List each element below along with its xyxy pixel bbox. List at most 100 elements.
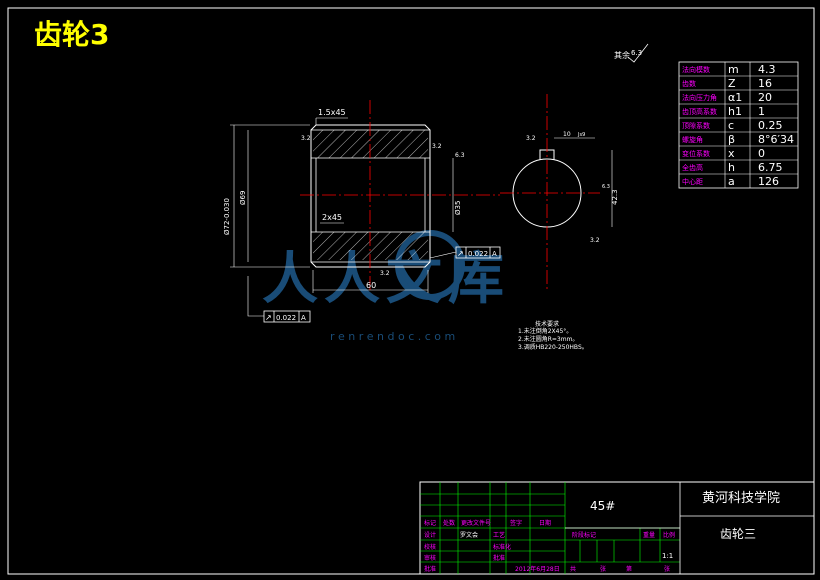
- parameter-table: 法向模数 m 4.3 齿数 Z 16 法向压力角 α1 20 齿顶高系数 h1 1 顶隙系数 c 0.25 螺…: [678, 61, 799, 189]
- param-symbol: α1: [728, 91, 742, 104]
- chamfer-inner: 2x45: [322, 213, 342, 222]
- dim-outer: Ø72-0.030: [223, 198, 231, 235]
- tb-header: 处数: [443, 519, 455, 527]
- tolerance-value: 0.022: [468, 250, 488, 258]
- roughness-note: 其余 6.3: [614, 43, 649, 63]
- keyway-depth: 42.3: [611, 189, 619, 205]
- tb-sheet: 张: [664, 565, 670, 573]
- side-view: 10 Js9 42.3 3.2 3.2 6.3: [500, 94, 619, 290]
- lower-tolerance-symbol: ↗: [265, 313, 272, 322]
- tb-approve: 批准: [493, 554, 505, 562]
- tech-notes-title: 技术要求: [535, 320, 559, 328]
- param-value: 20: [758, 91, 772, 104]
- tb-header: 签字: [510, 519, 522, 527]
- param-symbol: x: [728, 147, 735, 160]
- tb-stage: 重量: [643, 531, 655, 539]
- param-label: 法向压力角: [682, 93, 717, 102]
- tolerance-datum: A: [492, 250, 497, 258]
- keyway-width: 10: [563, 131, 571, 138]
- param-symbol: β: [728, 133, 735, 146]
- param-value: 6.75: [758, 161, 783, 174]
- datum-leader: [247, 276, 264, 317]
- lower-tolerance-frame: [263, 310, 311, 323]
- scale: 1:1: [662, 552, 673, 560]
- param-value: 8°6′34: [758, 133, 794, 146]
- school-name: 黄河科技学院: [702, 490, 780, 506]
- tb-standard: 标准化: [493, 543, 511, 551]
- tb-sheet: 第: [626, 565, 632, 573]
- lower-tolerance: ↗ 0.022 A: [247, 276, 311, 323]
- param-label: 法向模数: [682, 65, 710, 74]
- ra-left: 3.2: [301, 135, 311, 142]
- tb-craft: 工艺: [493, 531, 505, 539]
- tech-note-line: 1.未注倒角2X45°。: [518, 327, 572, 335]
- tb-role: 批准: [424, 565, 436, 573]
- param-label: 全齿高: [682, 163, 703, 172]
- param-value: 16: [758, 77, 772, 90]
- param-symbol: Z: [728, 77, 736, 90]
- param-symbol: h1: [728, 105, 742, 118]
- tb-stage: 阶段标记: [572, 531, 596, 539]
- ra-bottom: 3.2: [380, 270, 390, 277]
- param-label: 螺旋角: [682, 135, 703, 144]
- dim-bore: Ø69: [239, 191, 247, 205]
- param-label: 中心距: [682, 177, 703, 186]
- material: 45#: [590, 499, 615, 513]
- roughness-note-label: 其余: [614, 50, 630, 60]
- part-name: 齿轮三: [720, 527, 756, 541]
- param-label: 齿数: [682, 79, 696, 88]
- roughness-note-value: 6.3: [631, 49, 642, 57]
- param-label: 齿顶高系数: [682, 107, 717, 116]
- param-value: 1: [758, 105, 765, 118]
- dim-width: 60: [366, 281, 376, 290]
- tech-note-line: 3.调质HB220-250HBS。: [518, 343, 588, 351]
- tb-designer: 罗文会: [460, 531, 478, 539]
- keyway-fit: Js9: [577, 132, 585, 138]
- lower-tolerance-value: 0.022: [276, 314, 296, 322]
- param-symbol: h: [728, 161, 735, 174]
- front-outline: [310, 124, 431, 268]
- tb-role: 审核: [424, 554, 436, 562]
- param-symbol: a: [728, 175, 735, 188]
- chamfer-top: 1.5x45: [318, 108, 346, 117]
- outer-frame: [7, 7, 815, 575]
- tb-sheet: 共: [570, 565, 576, 573]
- front-view: Ø72-0.030 Ø69 1.5x45 2x45 Ø35 60 3.2 3.2…: [223, 100, 501, 293]
- tb-role: 设计: [424, 531, 436, 539]
- ra-bore: 3.2: [590, 237, 600, 244]
- tolerance-frame: [455, 246, 501, 259]
- tb-date: 2012年6月28日: [515, 565, 560, 573]
- tb-stage: 比例: [663, 531, 675, 539]
- lower-tolerance-datum: A: [301, 314, 306, 322]
- dim-inner: Ø35: [454, 201, 462, 215]
- tb-sheet: 张: [600, 565, 606, 573]
- param-label: 顶隙系数: [682, 121, 710, 130]
- tolerance-symbol: ↗: [457, 249, 464, 258]
- param-symbol: m: [728, 63, 739, 76]
- ra-keyway: 3.2: [526, 135, 536, 142]
- tech-notes: 技术要求 1.未注倒角2X45°。 2.未注圆角R=3mm。 3.调质HB220…: [518, 320, 588, 351]
- ra-right: 3.2: [432, 143, 442, 150]
- tb-role: 校核: [424, 543, 436, 551]
- hatch-top: [313, 130, 428, 158]
- title-block: 45# 黄河科技学院 齿轮三 1:1 标记 处数 更改文件号 签字 日期 设计 …: [419, 481, 815, 575]
- param-value: 126: [758, 175, 779, 188]
- leader-line: [429, 251, 457, 259]
- tb-header: 更改文件号: [461, 519, 491, 527]
- watermark-url: r e n r e n d o c . c o m: [330, 330, 455, 343]
- param-value: 0.25: [758, 119, 783, 132]
- param-table-frame: [678, 61, 799, 189]
- ra-small: 6.3: [602, 184, 610, 190]
- param-label: 变位系数: [682, 149, 710, 158]
- tb-header: 日期: [539, 519, 551, 527]
- tb-header: 标记: [424, 519, 436, 527]
- param-value: 0: [758, 147, 765, 160]
- param-value: 4.3: [758, 63, 776, 76]
- ra-step: 6.3: [455, 152, 465, 159]
- hatch-bottom: [313, 232, 428, 260]
- sheet-title: 齿轮3: [34, 18, 109, 51]
- roughness-symbol: [627, 43, 649, 63]
- tech-note-line: 2.未注圆角R=3mm。: [518, 335, 578, 343]
- param-symbol: c: [728, 119, 734, 132]
